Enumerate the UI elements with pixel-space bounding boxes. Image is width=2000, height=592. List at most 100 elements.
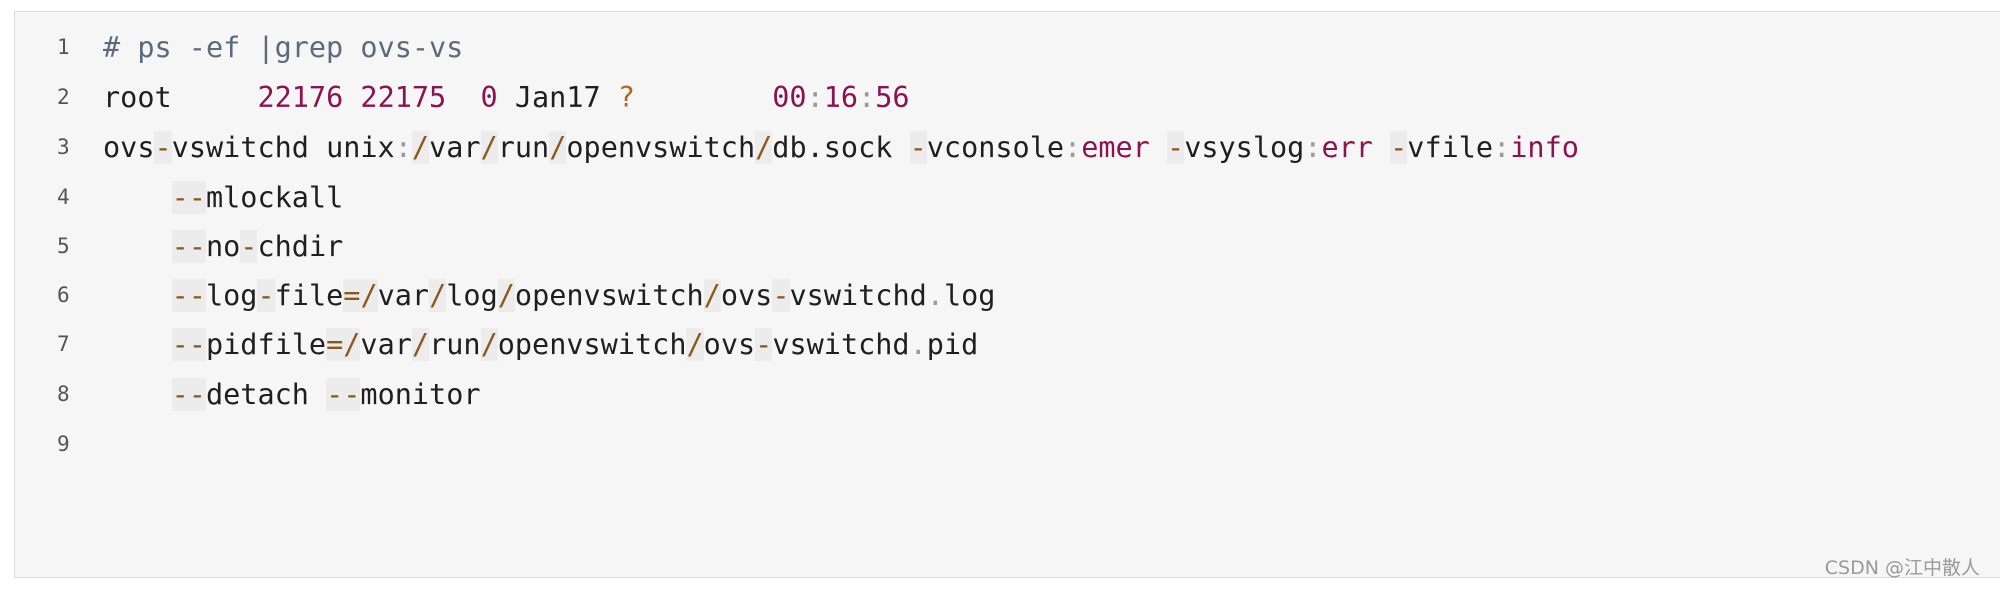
code-token: pid <box>926 327 979 361</box>
code-token: 22175 <box>360 80 447 114</box>
code-token: ovs <box>703 327 756 361</box>
code-token: db.sock <box>772 130 910 164</box>
code-token <box>103 328 172 361</box>
code-token: - <box>240 229 258 263</box>
code-token: ? <box>617 80 635 114</box>
code-token: no <box>205 229 241 263</box>
code-token: : <box>1304 130 1322 164</box>
code-line: 4 --mlockall <box>15 166 1995 228</box>
code-token: openvswitch <box>497 327 687 361</box>
code-token <box>1150 131 1167 164</box>
code-token: - <box>755 327 773 361</box>
code-token: . <box>926 278 944 312</box>
code-token: Jan17 <box>497 80 618 114</box>
code-token: = <box>343 278 361 312</box>
code-token <box>343 81 360 114</box>
code-token: . <box>909 327 927 361</box>
code-token: var <box>429 130 481 164</box>
code-token: info <box>1510 130 1579 164</box>
line-number: 8 <box>57 382 70 406</box>
code-token: emer <box>1081 130 1150 164</box>
code-token: vswitchd <box>789 278 927 312</box>
code-line: 8 --detach --monitor <box>15 363 1995 425</box>
code-token: -- <box>171 377 206 411</box>
code-token: / <box>480 130 498 164</box>
code-token: pidfile <box>205 327 327 361</box>
code-line: 1# ps -ef |grep ovs-vs <box>15 16 1995 78</box>
code-text: # ps -ef |grep ovs-vs <box>87 31 463 64</box>
code-token: detach <box>205 377 327 411</box>
code-token: / <box>411 130 430 164</box>
code-token: chdir <box>257 229 344 263</box>
code-token: openvswitch <box>566 130 756 164</box>
code-token: / <box>360 278 378 312</box>
code-token: var <box>360 327 412 361</box>
code-token: run <box>429 327 481 361</box>
code-token: monitor <box>360 377 481 411</box>
line-number: 6 <box>57 283 70 307</box>
code-text: root 22176 22175 0 Jan17 ? 00:16:56 <box>87 81 910 114</box>
code-text: ovs-vswitchd unix:/var/run/openvswitch/d… <box>87 130 1579 164</box>
code-token: ovs <box>720 278 773 312</box>
code-token: log <box>205 278 258 312</box>
code-token: # ps -ef |grep ovs-vs <box>103 30 464 64</box>
code-token <box>103 230 172 263</box>
code-line: 5 --no-chdir <box>15 215 1995 277</box>
code-token: = <box>326 327 344 361</box>
code-token: - <box>154 130 172 164</box>
code-token <box>635 81 772 114</box>
code-token: : <box>1493 130 1511 164</box>
code-token: : <box>806 80 824 114</box>
code-token: openvswitch <box>514 278 704 312</box>
line-number: 3 <box>57 135 70 159</box>
code-text: --mlockall <box>87 180 343 214</box>
code-token: vswitchd unix <box>171 130 395 164</box>
code-text: --log-file=/var/log/openvswitch/ovs-vswi… <box>87 278 995 312</box>
code-token: err <box>1321 130 1373 164</box>
code-token: var <box>377 278 430 312</box>
code-token: - <box>772 278 790 312</box>
line-number: 2 <box>57 85 70 109</box>
code-token: run <box>497 130 550 164</box>
watermark: CSDN @江中散人 <box>1824 557 1980 579</box>
code-token <box>1373 131 1390 164</box>
code-token: / <box>411 327 430 361</box>
code-token: / <box>549 130 567 164</box>
line-number: 5 <box>57 234 70 258</box>
code-token: - <box>909 130 927 164</box>
code-token: -- <box>171 327 206 361</box>
code-token: log <box>446 278 498 312</box>
code-token: / <box>703 278 721 312</box>
code-token: -- <box>171 278 206 312</box>
code-token: 00 <box>772 80 807 114</box>
code-token: file <box>274 278 344 312</box>
code-token: / <box>429 278 447 312</box>
code-token: - <box>1167 130 1185 164</box>
line-number: 9 <box>57 432 70 456</box>
code-token: vsyslog <box>1184 130 1305 164</box>
code-token: 22176 <box>257 80 344 114</box>
code-token: - <box>257 278 275 312</box>
code-text: --detach --monitor <box>87 377 481 411</box>
code-token: ovs <box>103 130 155 164</box>
code-text: --pidfile=/var/run/openvswitch/ovs-vswit… <box>87 327 979 361</box>
code-token: vswitchd <box>772 327 910 361</box>
code-token: / <box>755 130 773 164</box>
code-token: / <box>497 278 515 312</box>
code-token: 56 <box>875 80 910 114</box>
code-token: / <box>343 327 361 361</box>
code-token <box>103 181 172 214</box>
code-text: --no-chdir <box>87 229 344 263</box>
code-token: vfile <box>1407 130 1494 164</box>
code-token <box>103 279 172 312</box>
code-token: vconsole <box>926 130 1065 164</box>
code-token: root <box>103 80 258 114</box>
code-token: / <box>686 327 704 361</box>
code-token <box>446 81 480 114</box>
code-line: 9 <box>15 413 1995 475</box>
code-line: 6 --log-file=/var/log/openvswitch/ovs-vs… <box>15 264 1995 326</box>
code-token: : <box>394 130 412 164</box>
